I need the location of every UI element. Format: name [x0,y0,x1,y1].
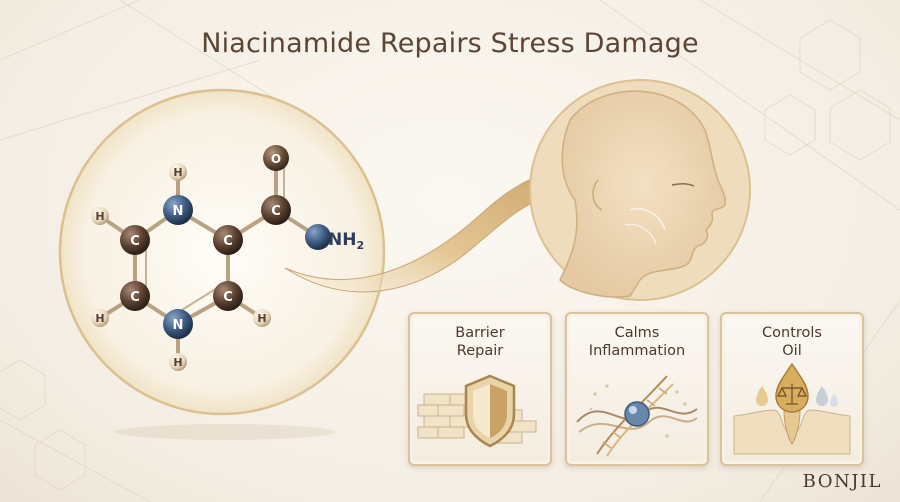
brand-logo: BONJIL [802,471,882,492]
svg-text:H: H [173,356,182,369]
page-title: Niacinamide Repairs Stress Damage [201,28,699,59]
atom-c-right-bottom: C [213,281,243,311]
svg-text:H: H [95,312,104,325]
svg-text:O: O [271,152,281,166]
atom-c-left-top: C [120,225,150,255]
benefit-card-inflammation: Calms Inflammation [565,312,709,466]
svg-text:C: C [223,290,233,305]
scale-oil-drop-icon [733,362,851,455]
molecule-atoms: H H H H H N N C C C C C O NH2 [91,145,364,371]
benefit-card-barrier: Barrier Repair [408,312,552,466]
atom-h-left: H [91,207,109,225]
svg-text:C: C [223,234,233,249]
svg-text:N: N [173,204,184,219]
benefit-label: Controls Oil [762,325,822,359]
atom-n-top: N [163,195,193,225]
atom-h-bottom-right: H [253,309,271,327]
atom-h-bottom-left: H [91,309,109,327]
atom-h-bottom: H [169,353,187,371]
svg-text:H: H [95,210,104,223]
atom-n-bottom: N [163,309,193,339]
nh2-label: NH2 [328,230,364,252]
face-illustration [529,79,751,301]
svg-text:H: H [173,166,182,179]
svg-text:N: N [173,318,184,333]
svg-text:C: C [271,204,281,219]
svg-text:H: H [257,312,266,325]
benefit-card-oil: Controls Oil [720,312,864,466]
atom-h-top: H [169,163,187,181]
molecule-circle [58,88,386,440]
benefit-label: Calms Inflammation [588,325,686,359]
svg-text:C: C [130,234,140,249]
atom-c-carbonyl: C [261,195,291,225]
shield-wall-icon [417,374,537,448]
svg-text:C: C [130,290,140,305]
atom-c-left-bottom: C [120,281,150,311]
atom-o: O [263,145,289,171]
dna-cell-icon [576,375,698,457]
benefit-label: Barrier Repair [455,325,505,359]
atom-nh2: NH2 [305,224,364,252]
atom-c-right-top: C [213,225,243,255]
